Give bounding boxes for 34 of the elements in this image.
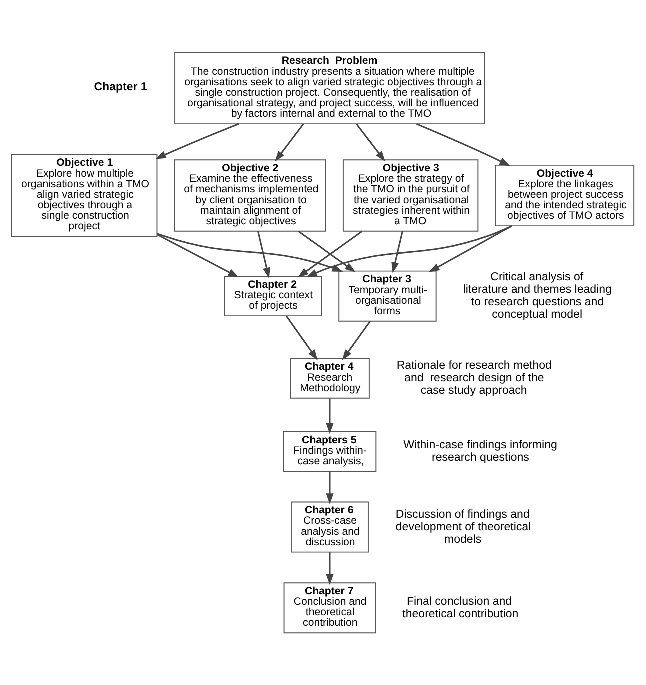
arrow (416, 123, 511, 166)
node-box: Objective 3 Explore the strategy of the TMO in the pursuit of the varied organisational strategies inherent within a TMO (342, 159, 479, 232)
arrow (157, 234, 240, 278)
arrow (298, 230, 363, 278)
node-box: Chapter 7 Conclusion and theoretical contribution (284, 582, 376, 634)
arrow (157, 232, 344, 272)
node-box: Chapters 5 Findings within-case analysis, (283, 431, 377, 472)
arrow (258, 230, 270, 278)
arrow (326, 552, 334, 585)
node-box: Objective 4 Explore the linkages between project success and the intended strategic objectives of TMO actors (495, 164, 635, 226)
node-box: Objective 1 Explore how multiple organisations within a TMO align varied strategic objectives through a single construction project (11, 154, 158, 237)
arrow (306, 225, 512, 277)
node-label: Critical analysis of literature and themes leading to research questions and conceptual model (463, 271, 612, 321)
arrow (326, 471, 334, 504)
arrow (428, 225, 512, 272)
arrow (326, 398, 334, 434)
arrow (356, 123, 386, 162)
node-box: Chapter 3 Temporary multi-organisational forms (338, 270, 437, 322)
node-box: Chapter 6 Cross-case analysis and discussion (291, 501, 369, 552)
node-label: Discussion of findings and development of theoretical models (396, 508, 532, 546)
arrow (392, 230, 404, 273)
arrow (342, 320, 372, 360)
node-label: Rationale for research method and research design of the case study approach (396, 360, 552, 397)
node-label: Final conclusion and theoretical contribution (402, 595, 519, 620)
node-label: Within-case findings informing research questions (404, 438, 558, 464)
arrow (298, 230, 356, 272)
arrow (155, 122, 240, 159)
arrow (286, 315, 318, 360)
node-label: Chapter 1 (94, 80, 148, 93)
node-box: Research Problem The construction industry presents a situation where multiple organisations seek to align varied strategic objectives through a single construction project. Consequently, the realisation of organisational strategy, and project success, will be influenced by factors internal and external to the TMO (174, 52, 486, 124)
node-box: Objective 2 Examine the effectiveness of mechanisms implemented by client organisation to maintain alignment of strategic objectives (174, 159, 326, 232)
node-box: Chapter 2 Strategic context of projects (224, 276, 322, 316)
node-box: Chapter 4 Research Methodology (290, 358, 370, 398)
arrow (275, 123, 304, 162)
